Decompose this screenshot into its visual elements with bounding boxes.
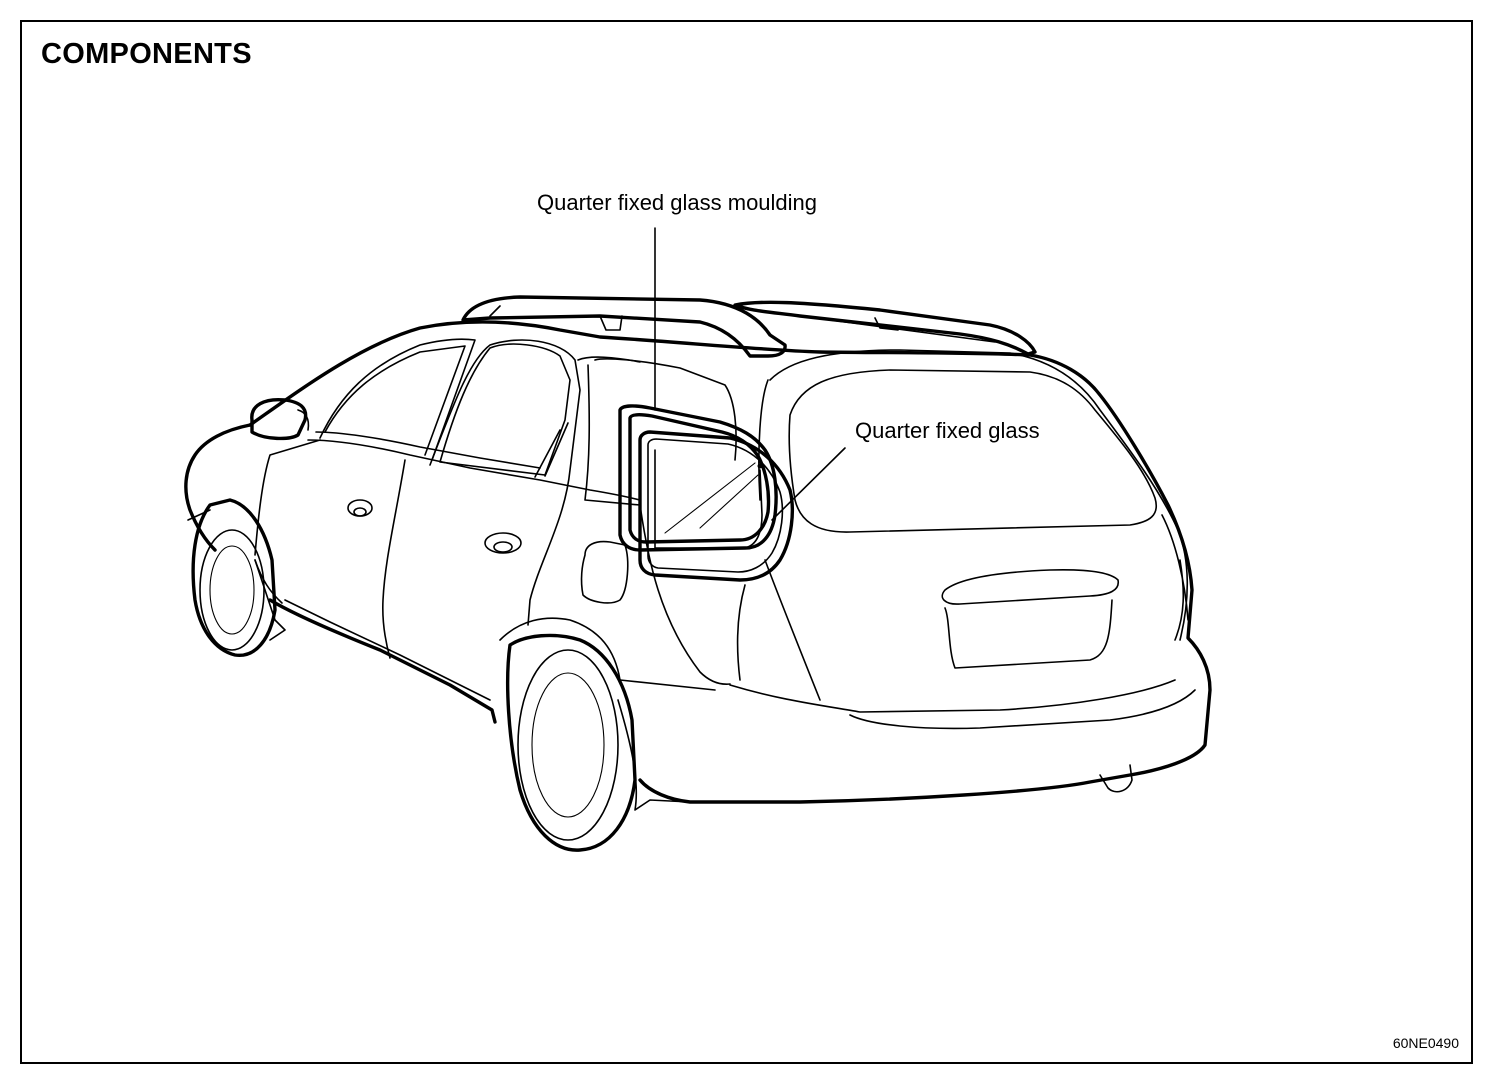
front-wheel bbox=[191, 498, 286, 657]
rear-wheel bbox=[505, 633, 691, 852]
glass-leader-line bbox=[771, 447, 846, 521]
car-body bbox=[184, 320, 1212, 804]
section-title: COMPONENTS bbox=[41, 38, 252, 70]
roof-rails bbox=[461, 295, 1037, 358]
label-quarter-fixed-glass: Quarter fixed glass bbox=[855, 418, 1040, 443]
label-quarter-fixed-glass-moulding: Quarter fixed glass moulding bbox=[537, 190, 818, 215]
leader-lines bbox=[654, 227, 846, 534]
figure-code: 60NE0490 bbox=[1392, 1035, 1459, 1051]
quarter-fixed-glass bbox=[638, 430, 794, 582]
diagram-frame bbox=[20, 20, 1473, 1064]
